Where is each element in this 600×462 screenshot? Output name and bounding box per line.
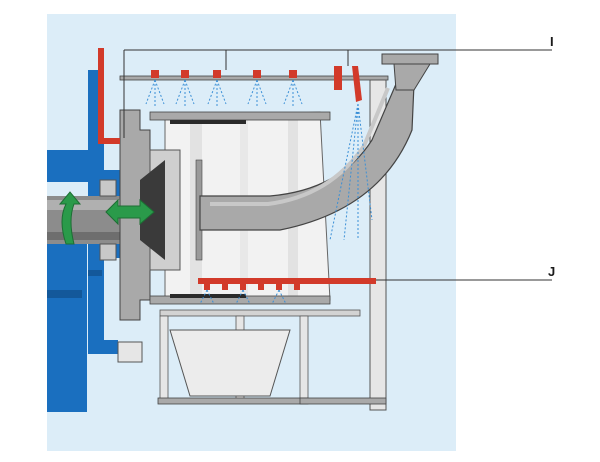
wash-pipe-lower	[198, 278, 376, 290]
axial-motion-arrow	[105, 198, 155, 226]
wash-pipe-upper	[98, 48, 362, 144]
curved-arrow-up-icon	[58, 191, 82, 245]
callout-leader-i	[123, 49, 552, 138]
spray-pattern	[145, 79, 373, 305]
callout-label-j: J	[548, 264, 555, 279]
callout-label-i: I	[550, 34, 554, 49]
discharge-pipe	[199, 53, 439, 231]
outer-casing	[117, 75, 389, 411]
